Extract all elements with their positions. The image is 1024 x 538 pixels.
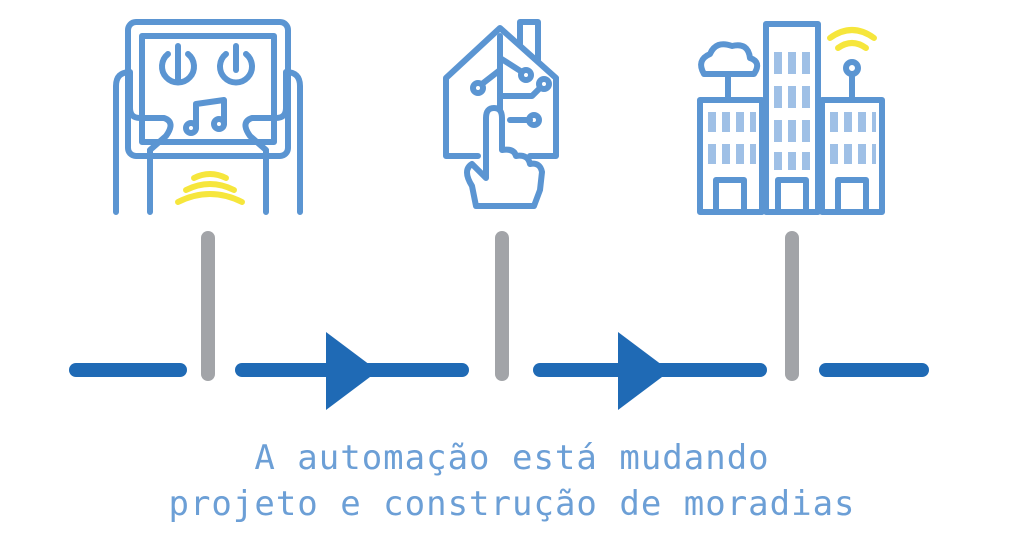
left-hand <box>113 69 174 215</box>
tablet-screen <box>139 33 277 145</box>
chimney <box>517 19 541 63</box>
smart-home-touch-icon <box>443 19 559 209</box>
pointing-hand <box>464 105 545 209</box>
tablet-with-hands-icon <box>113 19 303 215</box>
arrow-right-icon <box>326 332 378 410</box>
caption-line-1: A automação está mudando <box>254 438 770 478</box>
house-outline <box>443 25 559 159</box>
arrow-right-icon <box>618 332 670 410</box>
smart-buildings-icon <box>697 21 885 215</box>
music-note-icon <box>183 97 227 136</box>
wireless-signal-icon <box>175 171 245 205</box>
building-windows <box>708 52 876 170</box>
door <box>835 177 869 215</box>
antenna-tip <box>843 59 861 77</box>
door <box>775 177 809 215</box>
power-icon <box>217 43 255 86</box>
cloud-icon <box>698 41 761 77</box>
power-icon <box>159 43 197 86</box>
timeline-posts <box>201 231 799 381</box>
right-hand <box>242 69 303 215</box>
circuit-icon <box>470 33 552 128</box>
timeline-arrows <box>326 332 670 410</box>
wifi-signal-icon <box>827 27 877 51</box>
tablet-frame <box>125 19 291 159</box>
door <box>713 177 747 215</box>
caption-line-2: projeto e construção de moradias <box>168 484 856 524</box>
